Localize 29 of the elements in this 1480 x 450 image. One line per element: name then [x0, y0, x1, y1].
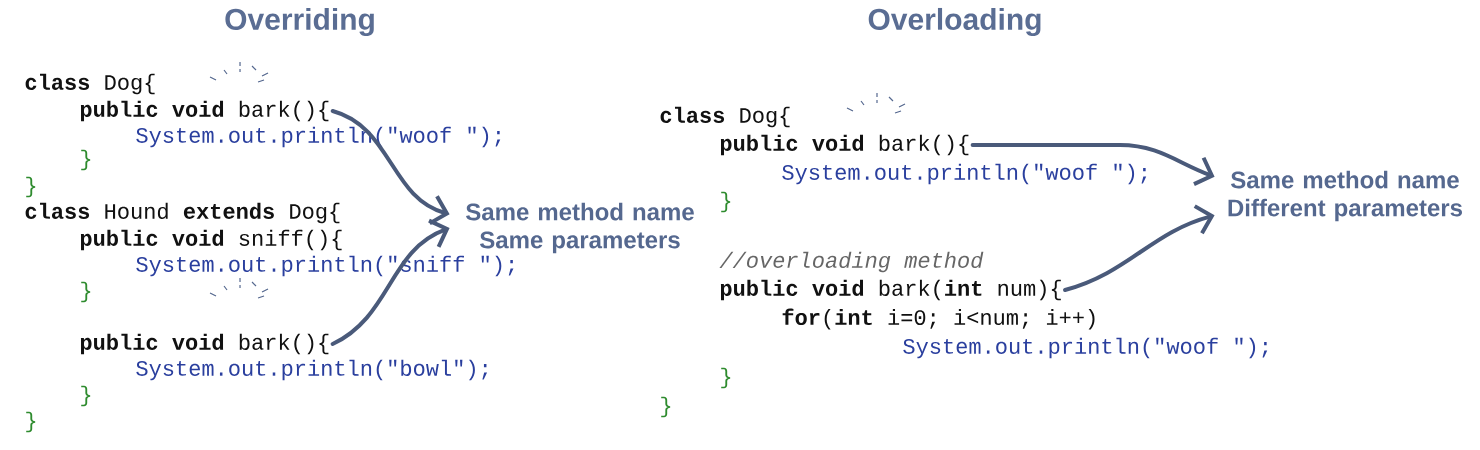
code-line: }: [81, 149, 91, 171]
annotation-text: Same method name Same parameters: [466, 202, 694, 254]
code-line: public void bark(int num){: [720, 279, 1061, 301]
code-line: public void bark(){: [80, 333, 329, 355]
code-line: System.out.println("woof ");: [903, 337, 1268, 359]
code-line: }: [81, 385, 91, 407]
arrow: [330, 109, 450, 226]
arrow: [970, 143, 1215, 186]
code-line: System.out.println("woof ");: [782, 163, 1147, 185]
code-line: public void bark(){: [720, 134, 969, 156]
section-title: Overloading: [868, 7, 1041, 37]
code-line: class Dog{: [25, 73, 155, 95]
section-title: Overriding: [225, 7, 374, 37]
code-line: class Dog{: [660, 106, 790, 128]
code-line: System.out.println("bowl");: [136, 359, 488, 381]
arrow: [330, 218, 450, 346]
annotation-text: Same method name Different parameters: [1228, 170, 1462, 222]
code-line: }: [81, 281, 91, 303]
code-line: }: [721, 191, 731, 213]
code-line: for(int i=0; i<num; i++): [782, 308, 1095, 330]
code-line: }: [721, 367, 731, 389]
code-line: class Hound extends Dog{: [25, 202, 340, 224]
code-line: }: [661, 396, 671, 418]
code-line: }: [26, 411, 36, 433]
code-comment: //overloading method: [719, 251, 984, 273]
code-line: public void bark(){: [80, 100, 329, 122]
code-line: public void sniff(){: [80, 229, 342, 251]
arrow: [1063, 204, 1215, 292]
code-line: }: [26, 176, 36, 198]
